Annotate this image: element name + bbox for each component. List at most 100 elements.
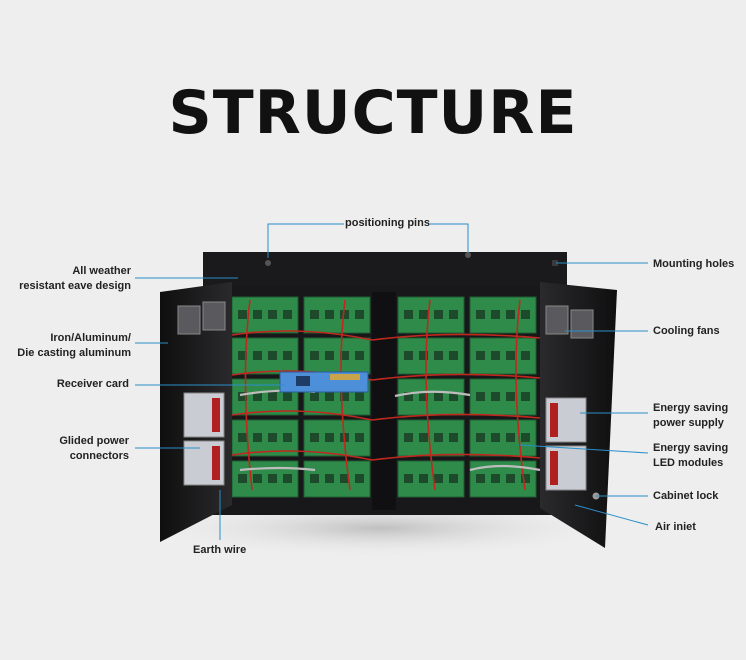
led-module-chip: [325, 310, 334, 319]
receiver-card-chip: [296, 376, 310, 386]
led-module-chip: [238, 474, 247, 483]
led-module-chip: [449, 474, 458, 483]
led-module-chip: [506, 351, 515, 360]
label-gilded-power-line1: Glided power: [59, 435, 129, 447]
label-iron-aluminum-line2: Die casting aluminum: [17, 347, 131, 359]
led-module-chip: [434, 433, 443, 442]
led-module-chip: [283, 474, 292, 483]
label-earth-wire: Earth wire: [193, 544, 247, 556]
label-cooling-fans: Cooling fans: [653, 325, 720, 337]
label-power-supply: Energy saving power supply: [653, 401, 728, 431]
right-cooling-fan-2: [570, 309, 594, 339]
led-module-chip: [283, 392, 292, 401]
led-module-chip: [325, 474, 334, 483]
cabinet-divider: [372, 292, 396, 510]
led-module-chip: [268, 351, 277, 360]
led-module-chip: [419, 351, 428, 360]
led-module-chip: [506, 392, 515, 401]
led-module-chip: [355, 392, 364, 401]
led-module-chip: [449, 433, 458, 442]
led-module-chip: [253, 474, 262, 483]
led-module-chip: [340, 392, 349, 401]
led-module-chip: [506, 433, 515, 442]
led-module-chip: [491, 351, 500, 360]
led-module-chip: [449, 351, 458, 360]
led-module-chip: [355, 433, 364, 442]
left-power-supply-terminals: [212, 398, 220, 480]
label-led-modules: Energy saving LED modules: [653, 441, 728, 471]
label-gilded-power: Glided power connectors: [10, 434, 129, 464]
left-cooling-fan-1: [177, 305, 201, 335]
page-title: STRUCTURE: [168, 78, 578, 148]
label-power-supply-line1: Energy saving: [653, 402, 729, 414]
left-cooling-fan-2: [202, 301, 226, 331]
receiver-card-connector: [330, 374, 360, 380]
leader-air-inlet: [574, 504, 649, 526]
led-module-chip: [476, 392, 485, 401]
led-module-chip: [476, 433, 485, 442]
leader-positioning-pins-right: [430, 223, 469, 253]
led-module-chip: [491, 474, 500, 483]
led-module-chip: [268, 310, 277, 319]
positioning-pin-left: [265, 260, 271, 266]
led-module-chip: [268, 392, 277, 401]
led-module-chip: [434, 351, 443, 360]
led-module-chip: [404, 433, 413, 442]
led-module-chip: [238, 433, 247, 442]
led-module-chip: [283, 433, 292, 442]
led-module-chip: [491, 392, 500, 401]
led-module-chip: [521, 310, 530, 319]
led-module-chip: [419, 310, 428, 319]
led-module-chip: [521, 392, 530, 401]
leader-led-modules: [519, 444, 649, 454]
label-receiver-card: Receiver card: [56, 378, 129, 390]
led-module-chip: [268, 433, 277, 442]
led-module-chip: [404, 392, 413, 401]
led-module-chip: [404, 310, 413, 319]
label-led-modules-line2: LED modules: [653, 457, 724, 469]
led-module-chip: [419, 433, 428, 442]
led-module-chip: [404, 351, 413, 360]
label-led-modules-line1: Energy saving: [653, 442, 729, 454]
led-module-chip: [506, 310, 515, 319]
leader-positioning-pins: [267, 223, 344, 258]
led-module-chip: [283, 351, 292, 360]
label-cabinet-lock: Cabinet lock: [653, 490, 719, 502]
led-module-chip: [521, 351, 530, 360]
led-module-chip: [355, 474, 364, 483]
led-module-chip: [238, 392, 247, 401]
led-module-chip: [238, 310, 247, 319]
led-module-chip: [253, 433, 262, 442]
led-module-chip: [268, 474, 277, 483]
led-module-chip: [506, 474, 515, 483]
led-module-chip: [310, 351, 319, 360]
led-module-chip: [253, 310, 262, 319]
led-module-chip: [253, 351, 262, 360]
led-module-chip: [476, 310, 485, 319]
label-power-supply-line2: power supply: [653, 417, 724, 429]
label-all-weather: All weather resistant eave design: [10, 264, 131, 294]
led-module-chip: [521, 433, 530, 442]
led-module-chip: [476, 351, 485, 360]
led-module-chip: [521, 474, 530, 483]
led-module-chip: [419, 474, 428, 483]
led-module-chip: [238, 351, 247, 360]
label-all-weather-line2: resistant eave design: [19, 280, 131, 292]
right-power-supply-terminals: [550, 403, 558, 485]
led-module-chip: [310, 310, 319, 319]
led-module-chip: [491, 310, 500, 319]
leader-lines: [135, 223, 649, 540]
led-module-chip: [325, 351, 334, 360]
led-module-chip: [355, 351, 364, 360]
label-all-weather-line1: All weather: [72, 265, 131, 277]
led-module-chip: [355, 310, 364, 319]
mounting-hole: [552, 260, 558, 266]
label-gilded-power-line2: connectors: [69, 450, 129, 462]
led-module-chip: [419, 392, 428, 401]
led-module-chip: [340, 351, 349, 360]
positioning-pin-right: [465, 252, 471, 258]
label-mounting-holes: Mounting holes: [653, 258, 735, 270]
label-iron-aluminum: Iron/Aluminum/ Die casting aluminum: [10, 331, 131, 361]
